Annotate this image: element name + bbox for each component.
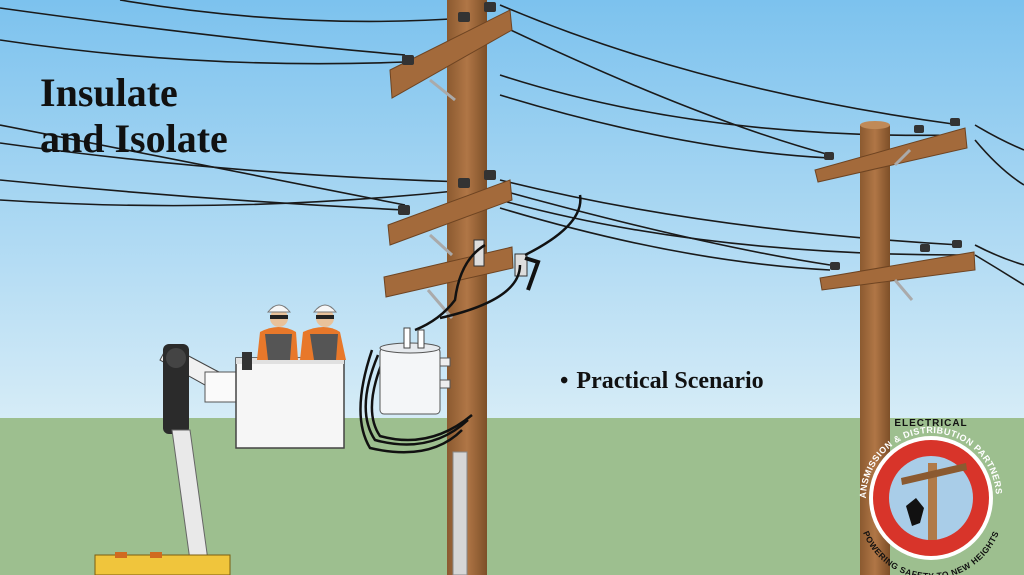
transformer (379, 327, 451, 415)
bucket-truck (94, 344, 345, 575)
etdp-logo: TRANSMISSION & DISTRIBUTION PARTNERSHIP … (846, 408, 1003, 575)
lineworker-left (242, 304, 298, 370)
ground (0, 418, 1024, 575)
bullet-text: Practical Scenario (576, 368, 764, 394)
title-line-1: Insulate (40, 70, 178, 115)
drop-wires (359, 194, 582, 454)
logo-top-text: ELECTRICAL (894, 418, 967, 429)
power-lines (0, 0, 1024, 286)
bullet-item: • Practical Scenario (560, 368, 764, 395)
title-line-2: and Isolate (40, 116, 228, 161)
main-utility-pole (383, 0, 541, 575)
bullet-dot-icon: • (560, 368, 569, 394)
logo-lineworker-icon (906, 498, 924, 526)
logo-pole-icon (928, 463, 937, 540)
lineworker-right (300, 304, 346, 360)
slide-title: Insulate and Isolate (40, 70, 228, 162)
